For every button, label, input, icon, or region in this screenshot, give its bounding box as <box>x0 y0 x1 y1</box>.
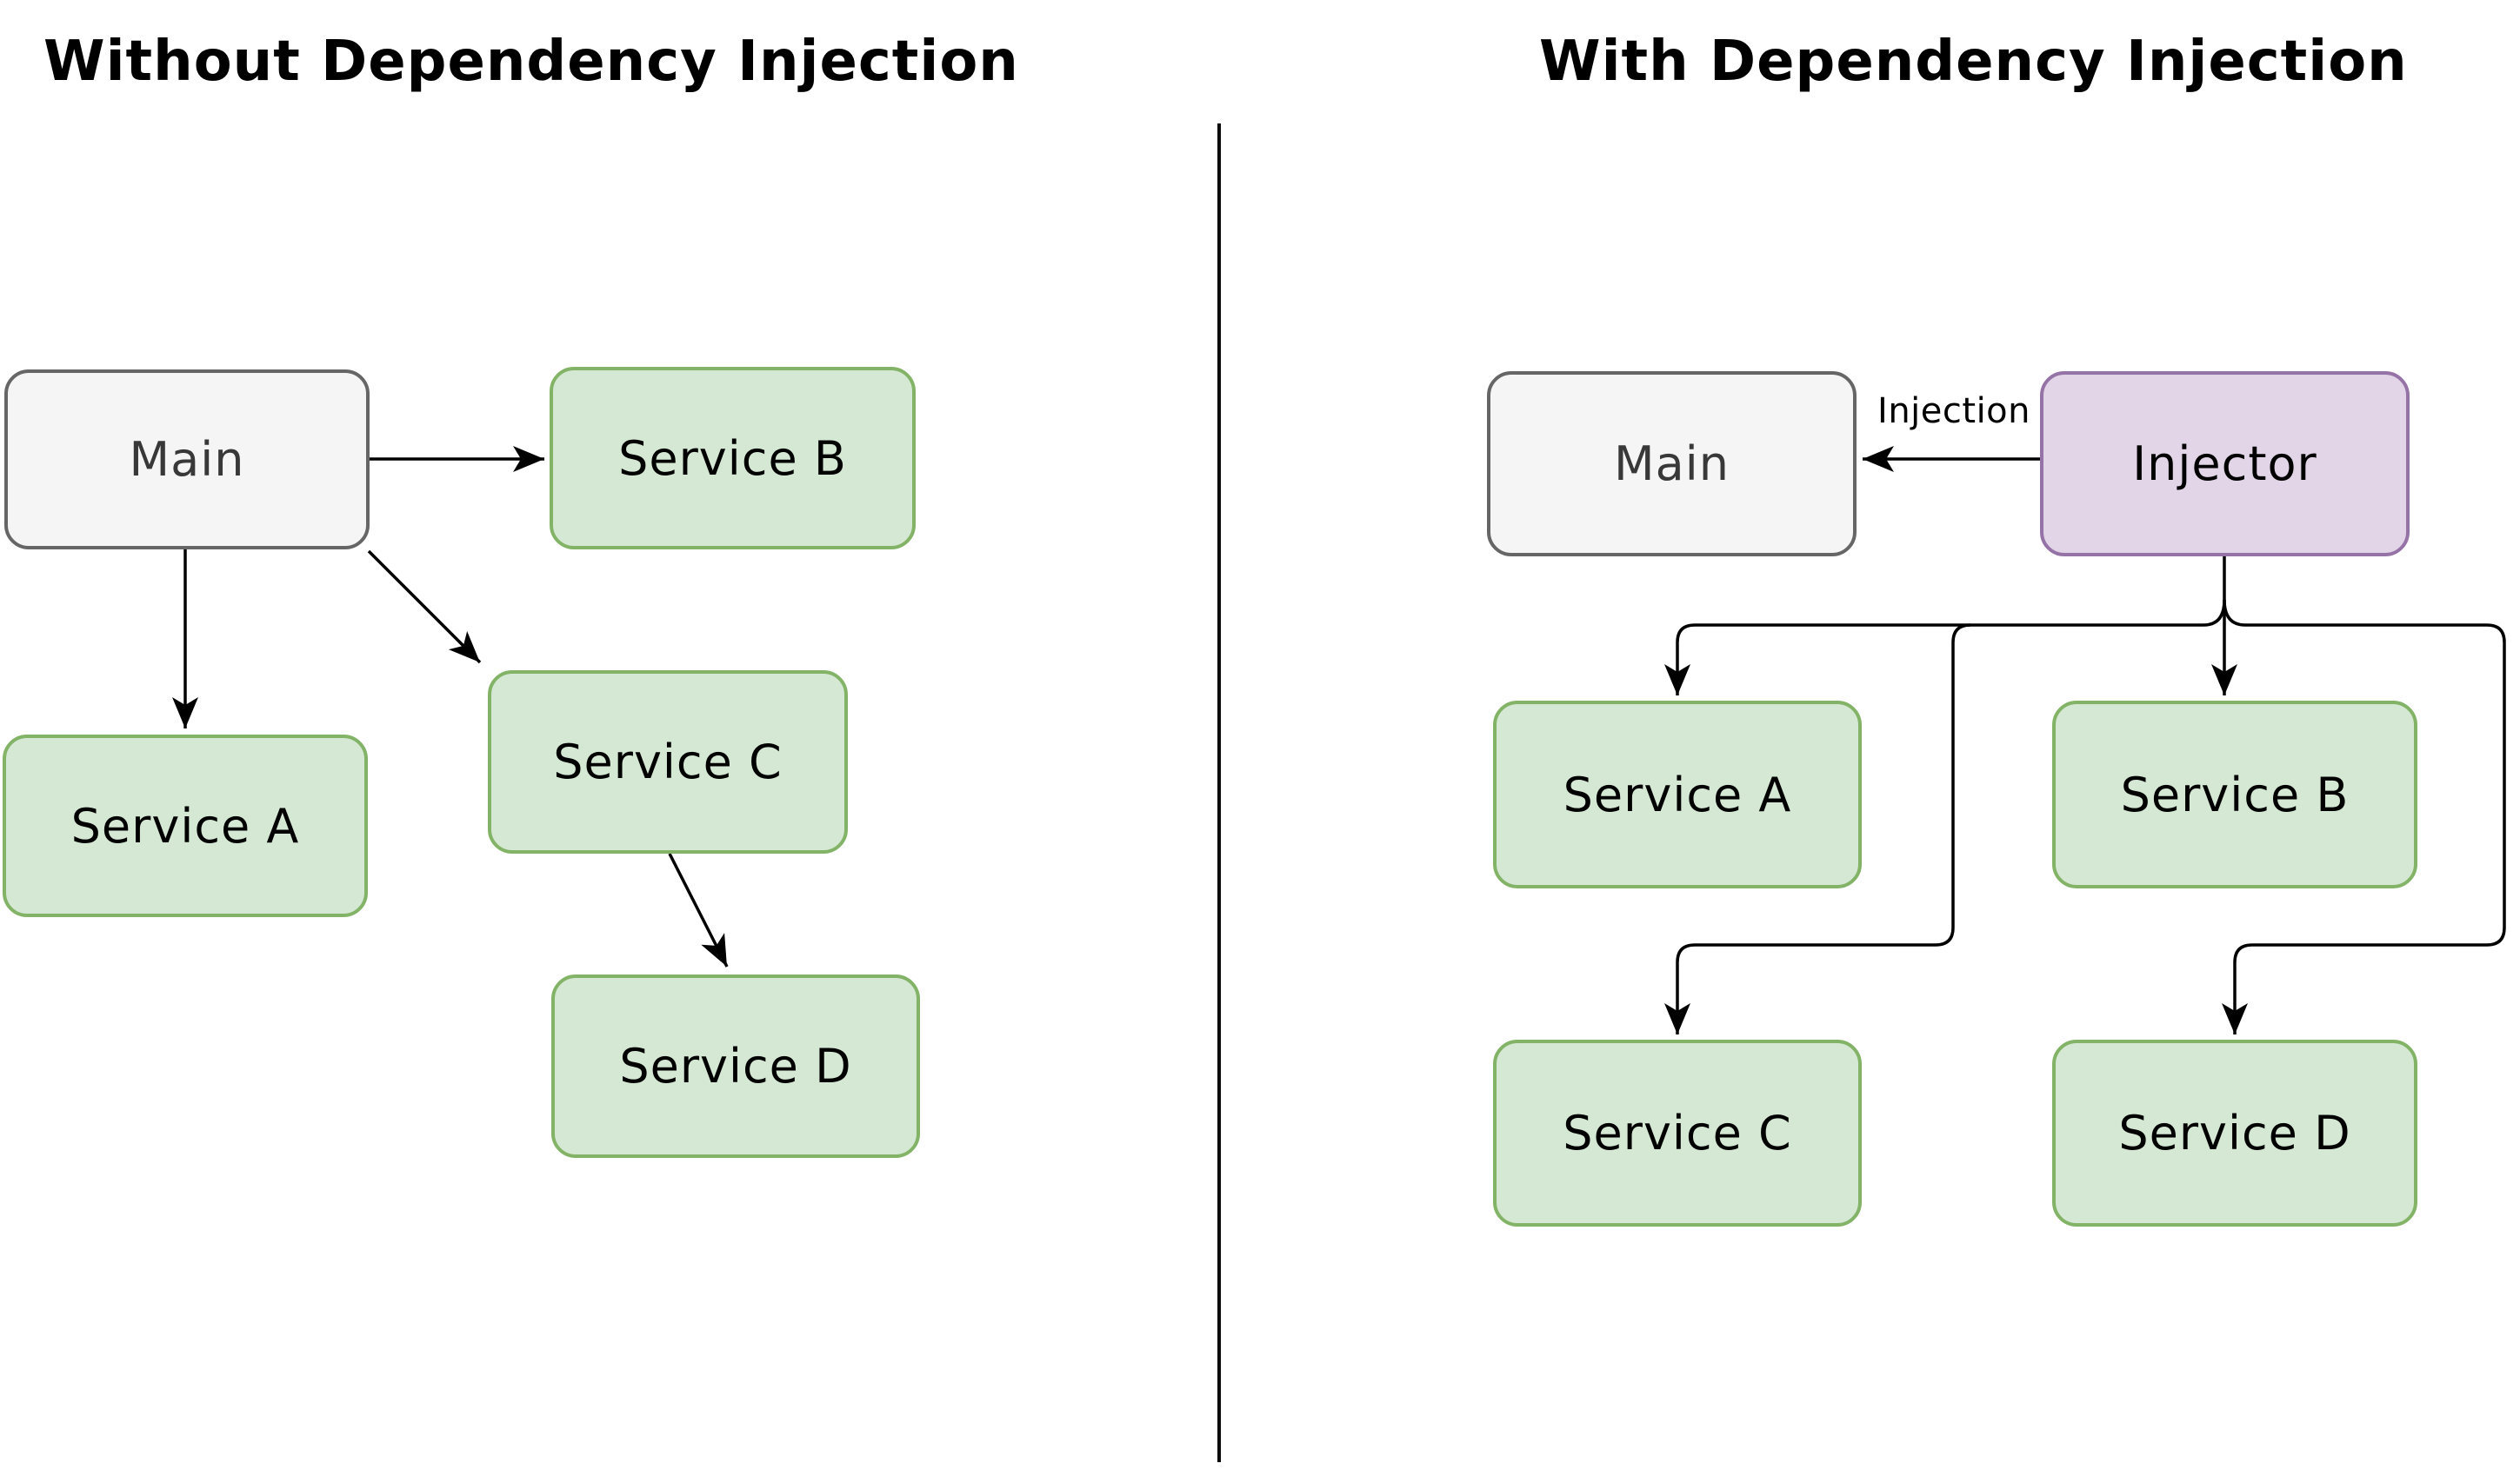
node-right-main-label: Main <box>1614 436 1730 491</box>
node-right-service-b: Service B <box>2052 701 2417 888</box>
node-left-service-d: Service D <box>551 974 920 1158</box>
node-left-service-a-label: Service A <box>70 798 300 854</box>
node-left-service-c-label: Service C <box>553 735 783 789</box>
node-left-service-a: Service A <box>3 735 368 917</box>
node-left-main: Main <box>4 369 370 549</box>
node-right-service-a: Service A <box>1493 701 1862 888</box>
node-left-service-b: Service B <box>550 367 916 549</box>
node-left-main-label: Main <box>129 432 245 487</box>
node-right-service-c-label: Service C <box>1563 1106 1792 1161</box>
node-right-main: Main <box>1487 371 1857 556</box>
node-right-injector: Injector <box>2040 371 2410 556</box>
edge-left-main-to-service-c <box>367 549 482 664</box>
injection-edge-label: Injection <box>1877 391 2030 431</box>
node-left-service-b-label: Service B <box>618 430 847 486</box>
node-right-service-c: Service C <box>1493 1040 1862 1227</box>
node-right-service-d-label: Service D <box>2118 1106 2351 1161</box>
node-right-service-d: Service D <box>2052 1040 2417 1227</box>
node-left-service-d-label: Service D <box>619 1039 852 1094</box>
node-right-injector-label: Injector <box>2132 436 2317 491</box>
node-right-service-a-label: Service A <box>1563 767 1792 822</box>
right-panel-title: With Dependency Injection <box>1539 30 2408 94</box>
edge-right-injector-to-service-d <box>2222 599 2506 1034</box>
edge-right-injector-to-service-a <box>1664 599 2226 695</box>
left-panel-title: Without Dependency Injection <box>43 30 1019 94</box>
node-left-service-c: Service C <box>488 670 848 854</box>
edge-right-injector-to-service-c <box>1664 623 1971 1034</box>
node-right-service-b-label: Service B <box>2120 767 2350 822</box>
edge-left-service-c-to-service-d <box>668 853 729 968</box>
